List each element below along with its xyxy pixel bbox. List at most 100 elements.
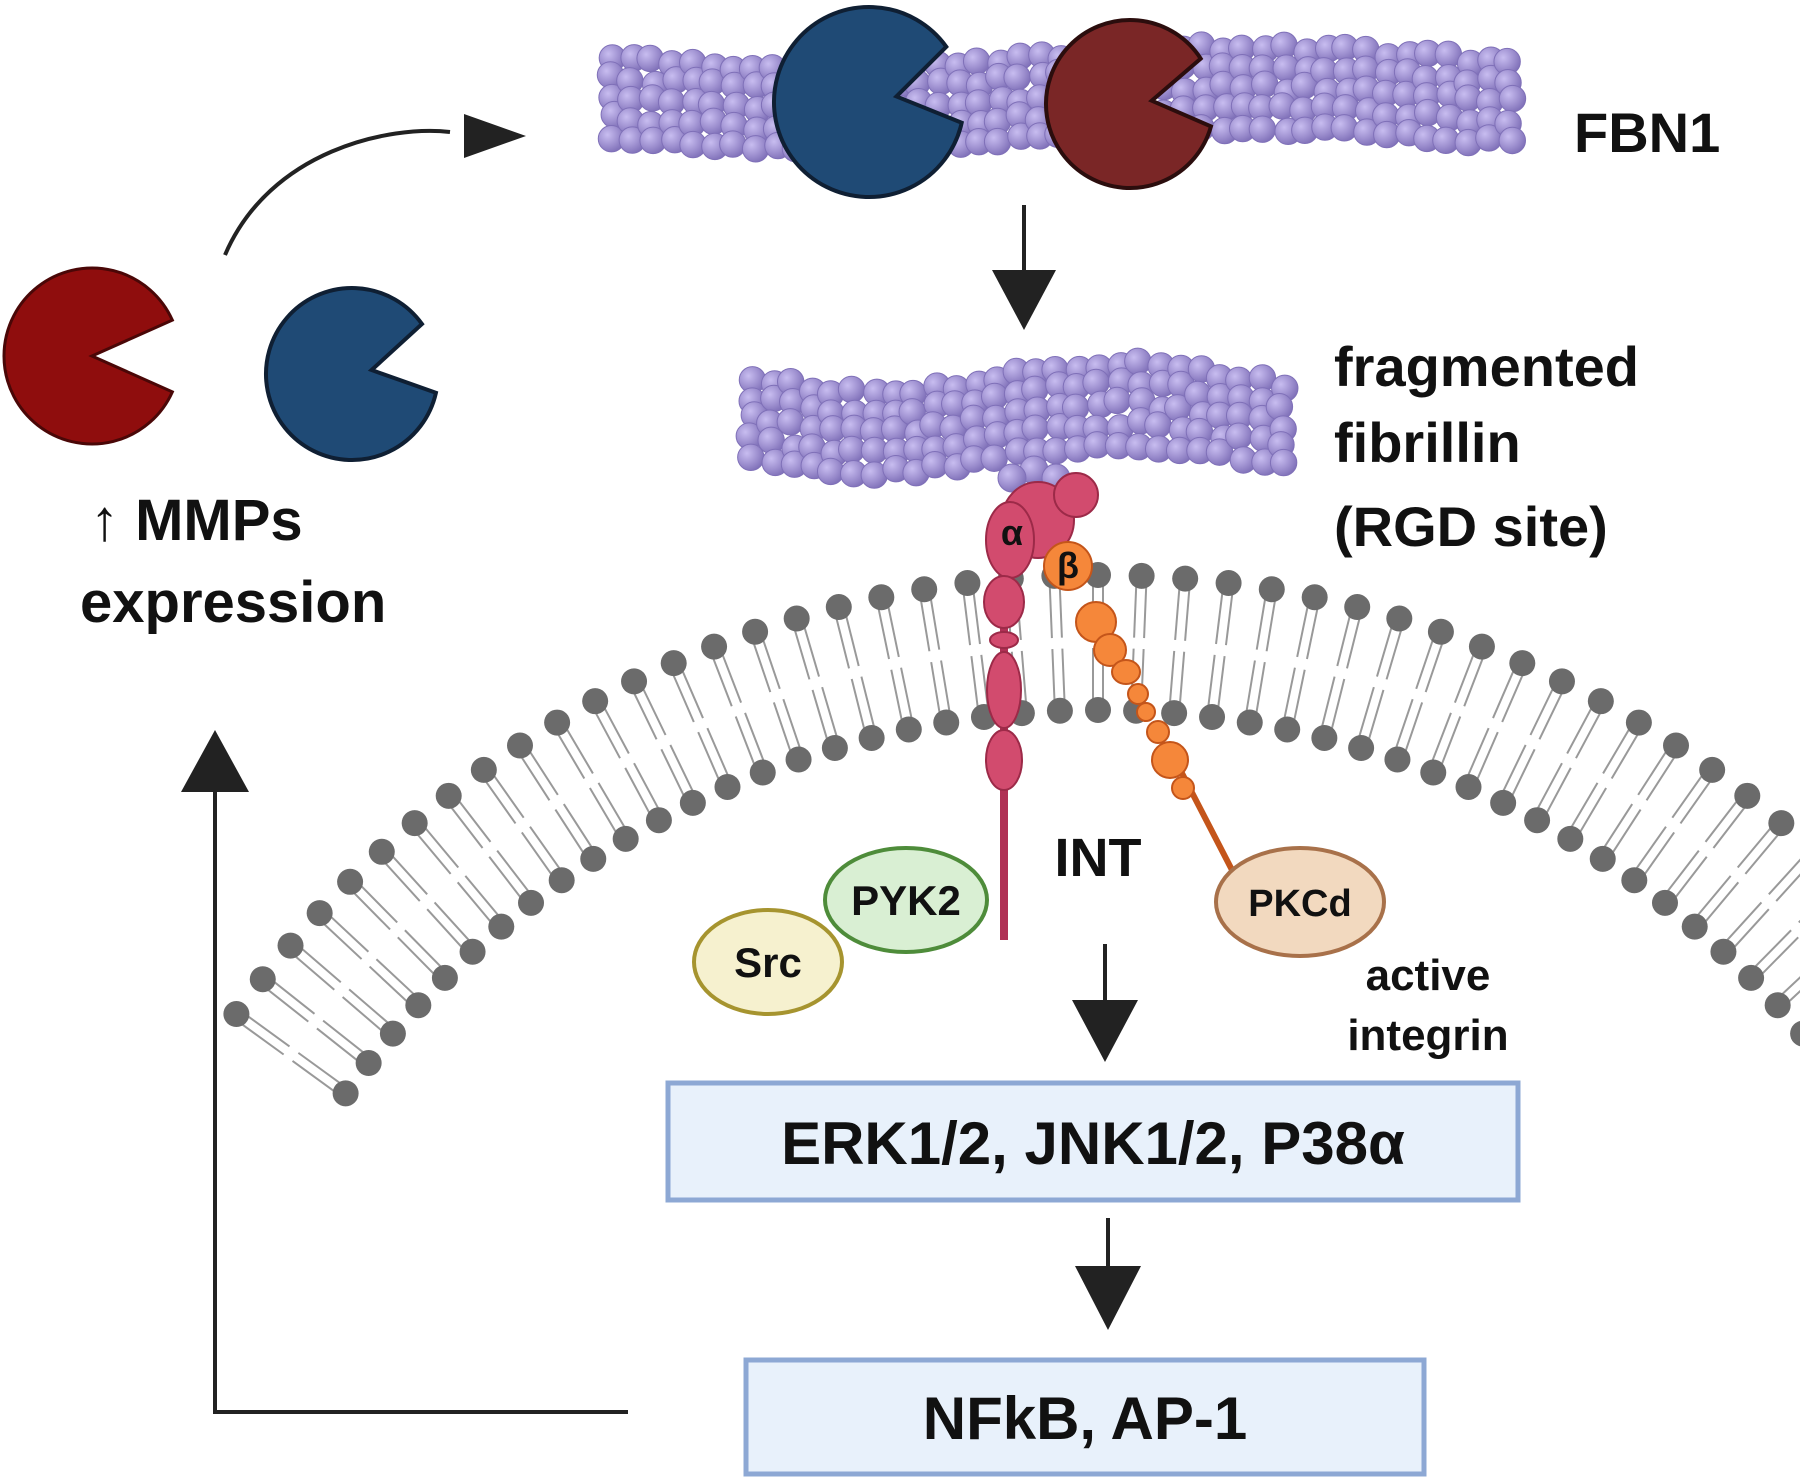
lipid-head — [701, 633, 728, 660]
lipid-head — [548, 867, 575, 894]
beta-label: β — [1057, 545, 1079, 586]
lipid-head — [332, 1080, 359, 1107]
fibrillin-bead — [1498, 126, 1526, 155]
lipid-head — [1311, 724, 1338, 751]
mapk-box-label: ERK1/2, JNK1/2, P38α — [781, 1110, 1405, 1177]
lipid-head — [1128, 562, 1155, 589]
lipid-head — [1734, 782, 1761, 809]
alpha-integrin — [983, 472, 1099, 940]
fibrillin-bead — [776, 408, 805, 436]
lipid-head — [379, 1020, 406, 1047]
mmp-red-on-fbn1-icon — [1044, 18, 1214, 190]
lipid-head — [1236, 709, 1263, 736]
lipid-head — [470, 756, 497, 783]
lipid-head — [1420, 759, 1447, 786]
lipid-head — [821, 734, 848, 761]
lipid-head — [1490, 789, 1517, 816]
mapk-box: ERK1/2, JNK1/2, P38α — [665, 1080, 1521, 1203]
lipid-head — [1699, 756, 1726, 783]
lipid-head — [1524, 807, 1551, 834]
lipid-head — [749, 759, 776, 786]
fibrillin-bead — [1498, 84, 1527, 113]
lipid-tail — [1775, 873, 1800, 902]
lipid-head — [660, 650, 687, 677]
mmps-label-line2: expression — [80, 570, 386, 635]
fibrillin-bead — [1003, 63, 1031, 91]
lipid-head — [1681, 913, 1708, 940]
lipid-head — [506, 732, 533, 759]
lipid-head — [1621, 867, 1648, 894]
lipid-head — [1587, 688, 1614, 715]
beta-integrin — [1043, 541, 1235, 872]
active-integrin-label-line1: active — [1366, 951, 1491, 1000]
lipid-head — [580, 845, 607, 872]
fragmented-label-line3: (RGD site) — [1334, 495, 1608, 558]
lipid-head — [249, 966, 276, 993]
lipid-head — [405, 992, 432, 1019]
pkcd-node: PKCd — [1214, 846, 1386, 958]
lipid-head — [223, 1001, 250, 1028]
lipid-head — [488, 913, 515, 940]
fbn1-to-fragment-arrowhead — [992, 270, 1056, 330]
lipid-head — [1384, 746, 1411, 773]
lipid-head — [742, 618, 769, 645]
fibrillin-bead — [719, 130, 747, 158]
pyk2-label: PYK2 — [851, 877, 961, 924]
lipid-head — [1768, 810, 1795, 837]
lipid-head — [621, 668, 648, 695]
pkcd-label: PKCd — [1248, 883, 1351, 925]
fbn1-label: FBN1 — [1574, 101, 1720, 164]
lipid-head — [895, 716, 922, 743]
mapk-to-tf-arrowhead — [1075, 1266, 1141, 1330]
lipid-head — [1651, 889, 1678, 916]
src-node: Src — [692, 908, 844, 1016]
lipid-tail — [1768, 858, 1800, 895]
lipid-head — [868, 584, 895, 611]
pyk2-node: PYK2 — [823, 846, 989, 954]
lipid-head — [1085, 697, 1111, 723]
lipid-head — [954, 570, 981, 597]
lipid-head — [1274, 716, 1301, 743]
lipid-head — [783, 605, 810, 632]
lipid-head — [435, 782, 462, 809]
lipid-head — [1386, 605, 1413, 632]
lipid-head — [825, 594, 852, 621]
lipid-head — [337, 868, 364, 895]
lipid-head — [1509, 650, 1536, 677]
mmp-to-fbn1-arrow — [223, 128, 451, 256]
lipid-head — [1172, 565, 1199, 592]
lipid-head — [1557, 825, 1584, 852]
lipid-head — [679, 789, 706, 816]
fragmented-label-line2: fibrillin — [1334, 411, 1521, 474]
fibrillin-bead — [1124, 347, 1152, 376]
lipid-head — [1046, 697, 1073, 724]
lipid-bilayer-membrane — [223, 562, 1800, 1107]
lipid-head — [714, 773, 741, 800]
lipid-head — [459, 938, 486, 965]
fibrillin-bead — [816, 457, 845, 486]
lipid-head — [1258, 576, 1285, 603]
fibrillin-bead — [1248, 115, 1277, 143]
lipid-head — [785, 746, 812, 773]
lipid-head — [1455, 773, 1482, 800]
lipid-head — [911, 576, 938, 603]
fibrillin-bead — [983, 127, 1012, 156]
mmp-to-fbn1-arrowhead — [464, 114, 526, 158]
lipid-head — [645, 807, 672, 834]
lipid-head — [1344, 594, 1371, 621]
int-label: INT — [1055, 828, 1142, 888]
lipid-head — [1468, 633, 1495, 660]
lipid-head — [1764, 992, 1791, 1019]
fibrillin-bead — [1021, 414, 1049, 442]
lipid-head — [1625, 709, 1652, 736]
lipid-head — [306, 900, 333, 927]
lipid-head — [612, 825, 639, 852]
src-label: Src — [734, 939, 802, 986]
tf-box: NFkB, AP-1 — [743, 1357, 1427, 1477]
fibrillin-bead — [962, 47, 991, 75]
lipid-head — [1548, 668, 1575, 695]
lipid-head — [1427, 618, 1454, 645]
feedback-arrowhead — [181, 730, 249, 792]
feedback-arrow — [213, 790, 628, 1414]
